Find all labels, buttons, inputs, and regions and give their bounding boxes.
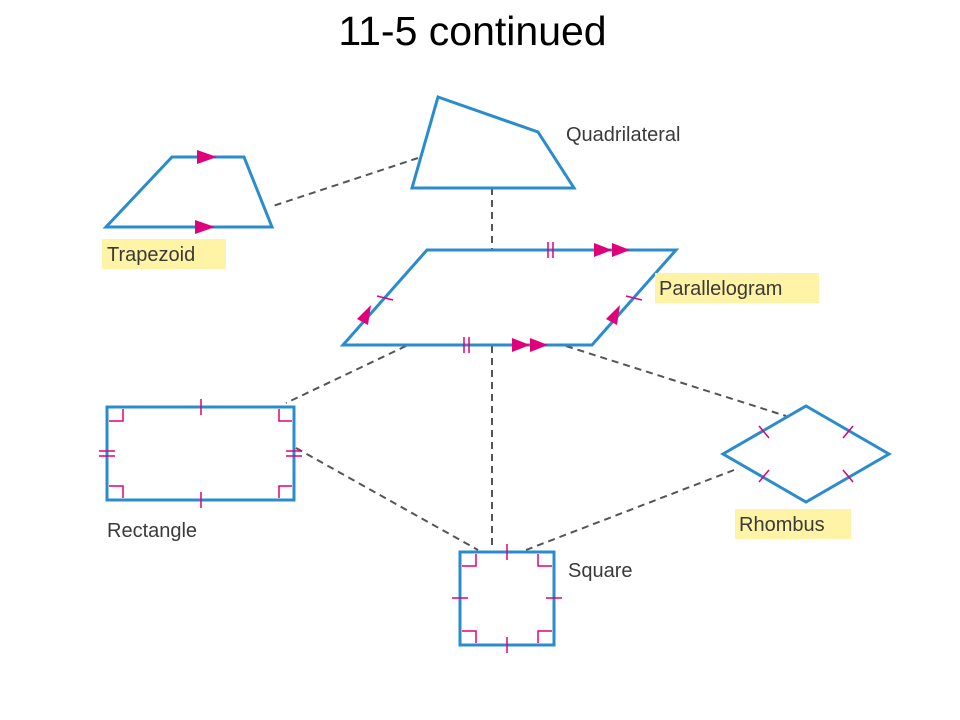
hierarchy-connectors [269, 157, 787, 551]
right-angle-mark [109, 409, 124, 422]
trapezoid-label: Trapezoid [107, 244, 195, 266]
congruence-tick-mark [842, 425, 854, 439]
quadrilateral-shape [410, 95, 577, 190]
square-shape [452, 544, 562, 653]
parallel-arrow-mark [512, 338, 530, 352]
right-angle-mark [278, 409, 292, 422]
parallel-arrow-mark [594, 243, 612, 257]
parallel-arrow-mark [195, 220, 215, 234]
parallel-arrow-mark [357, 305, 371, 325]
parallel-arrow-mark [530, 338, 548, 352]
edge-rectangle-square [295, 447, 479, 551]
parallelogram-shape [339, 242, 680, 353]
right-angle-mark [537, 630, 552, 643]
parallelogram-label-highlight [655, 273, 819, 303]
congruence-tick-mark [842, 469, 854, 483]
parallel-arrow-mark [606, 305, 620, 325]
rhombus-label-highlight [735, 509, 851, 539]
parallel-arrow-mark [197, 150, 217, 164]
square-label: Square [568, 560, 633, 582]
parallelogram-label: Parallelogram [659, 278, 782, 300]
right-angle-mark [109, 485, 124, 498]
edge-parallelogram-rhombus [565, 345, 787, 417]
right-angle-mark [462, 554, 477, 567]
congruence-tick-mark [758, 469, 770, 483]
trapezoid-shape [102, 150, 275, 234]
right-angle-mark [278, 485, 292, 498]
right-angle-mark [537, 554, 552, 567]
rectangle-label: Rectangle [107, 520, 197, 542]
rhombus-label: Rhombus [739, 514, 825, 536]
slide-title: 11-5 continued [338, 8, 607, 54]
quadrilateral-label: Quadrilateral [566, 124, 681, 146]
rhombus-shape [720, 404, 892, 504]
congruence-tick-mark [758, 425, 770, 439]
trapezoid-label-highlight [102, 239, 226, 269]
edge-parallelogram-rectangle [285, 345, 407, 404]
congruence-tick-mark [376, 295, 394, 301]
edge-rhombus-square [525, 469, 735, 551]
rectangle-shape [99, 399, 302, 508]
congruence-tick-mark [625, 295, 643, 301]
right-angle-mark [462, 630, 477, 643]
edge-quadrilateral-trapezoid [269, 157, 419, 208]
parallel-arrow-mark [612, 243, 630, 257]
